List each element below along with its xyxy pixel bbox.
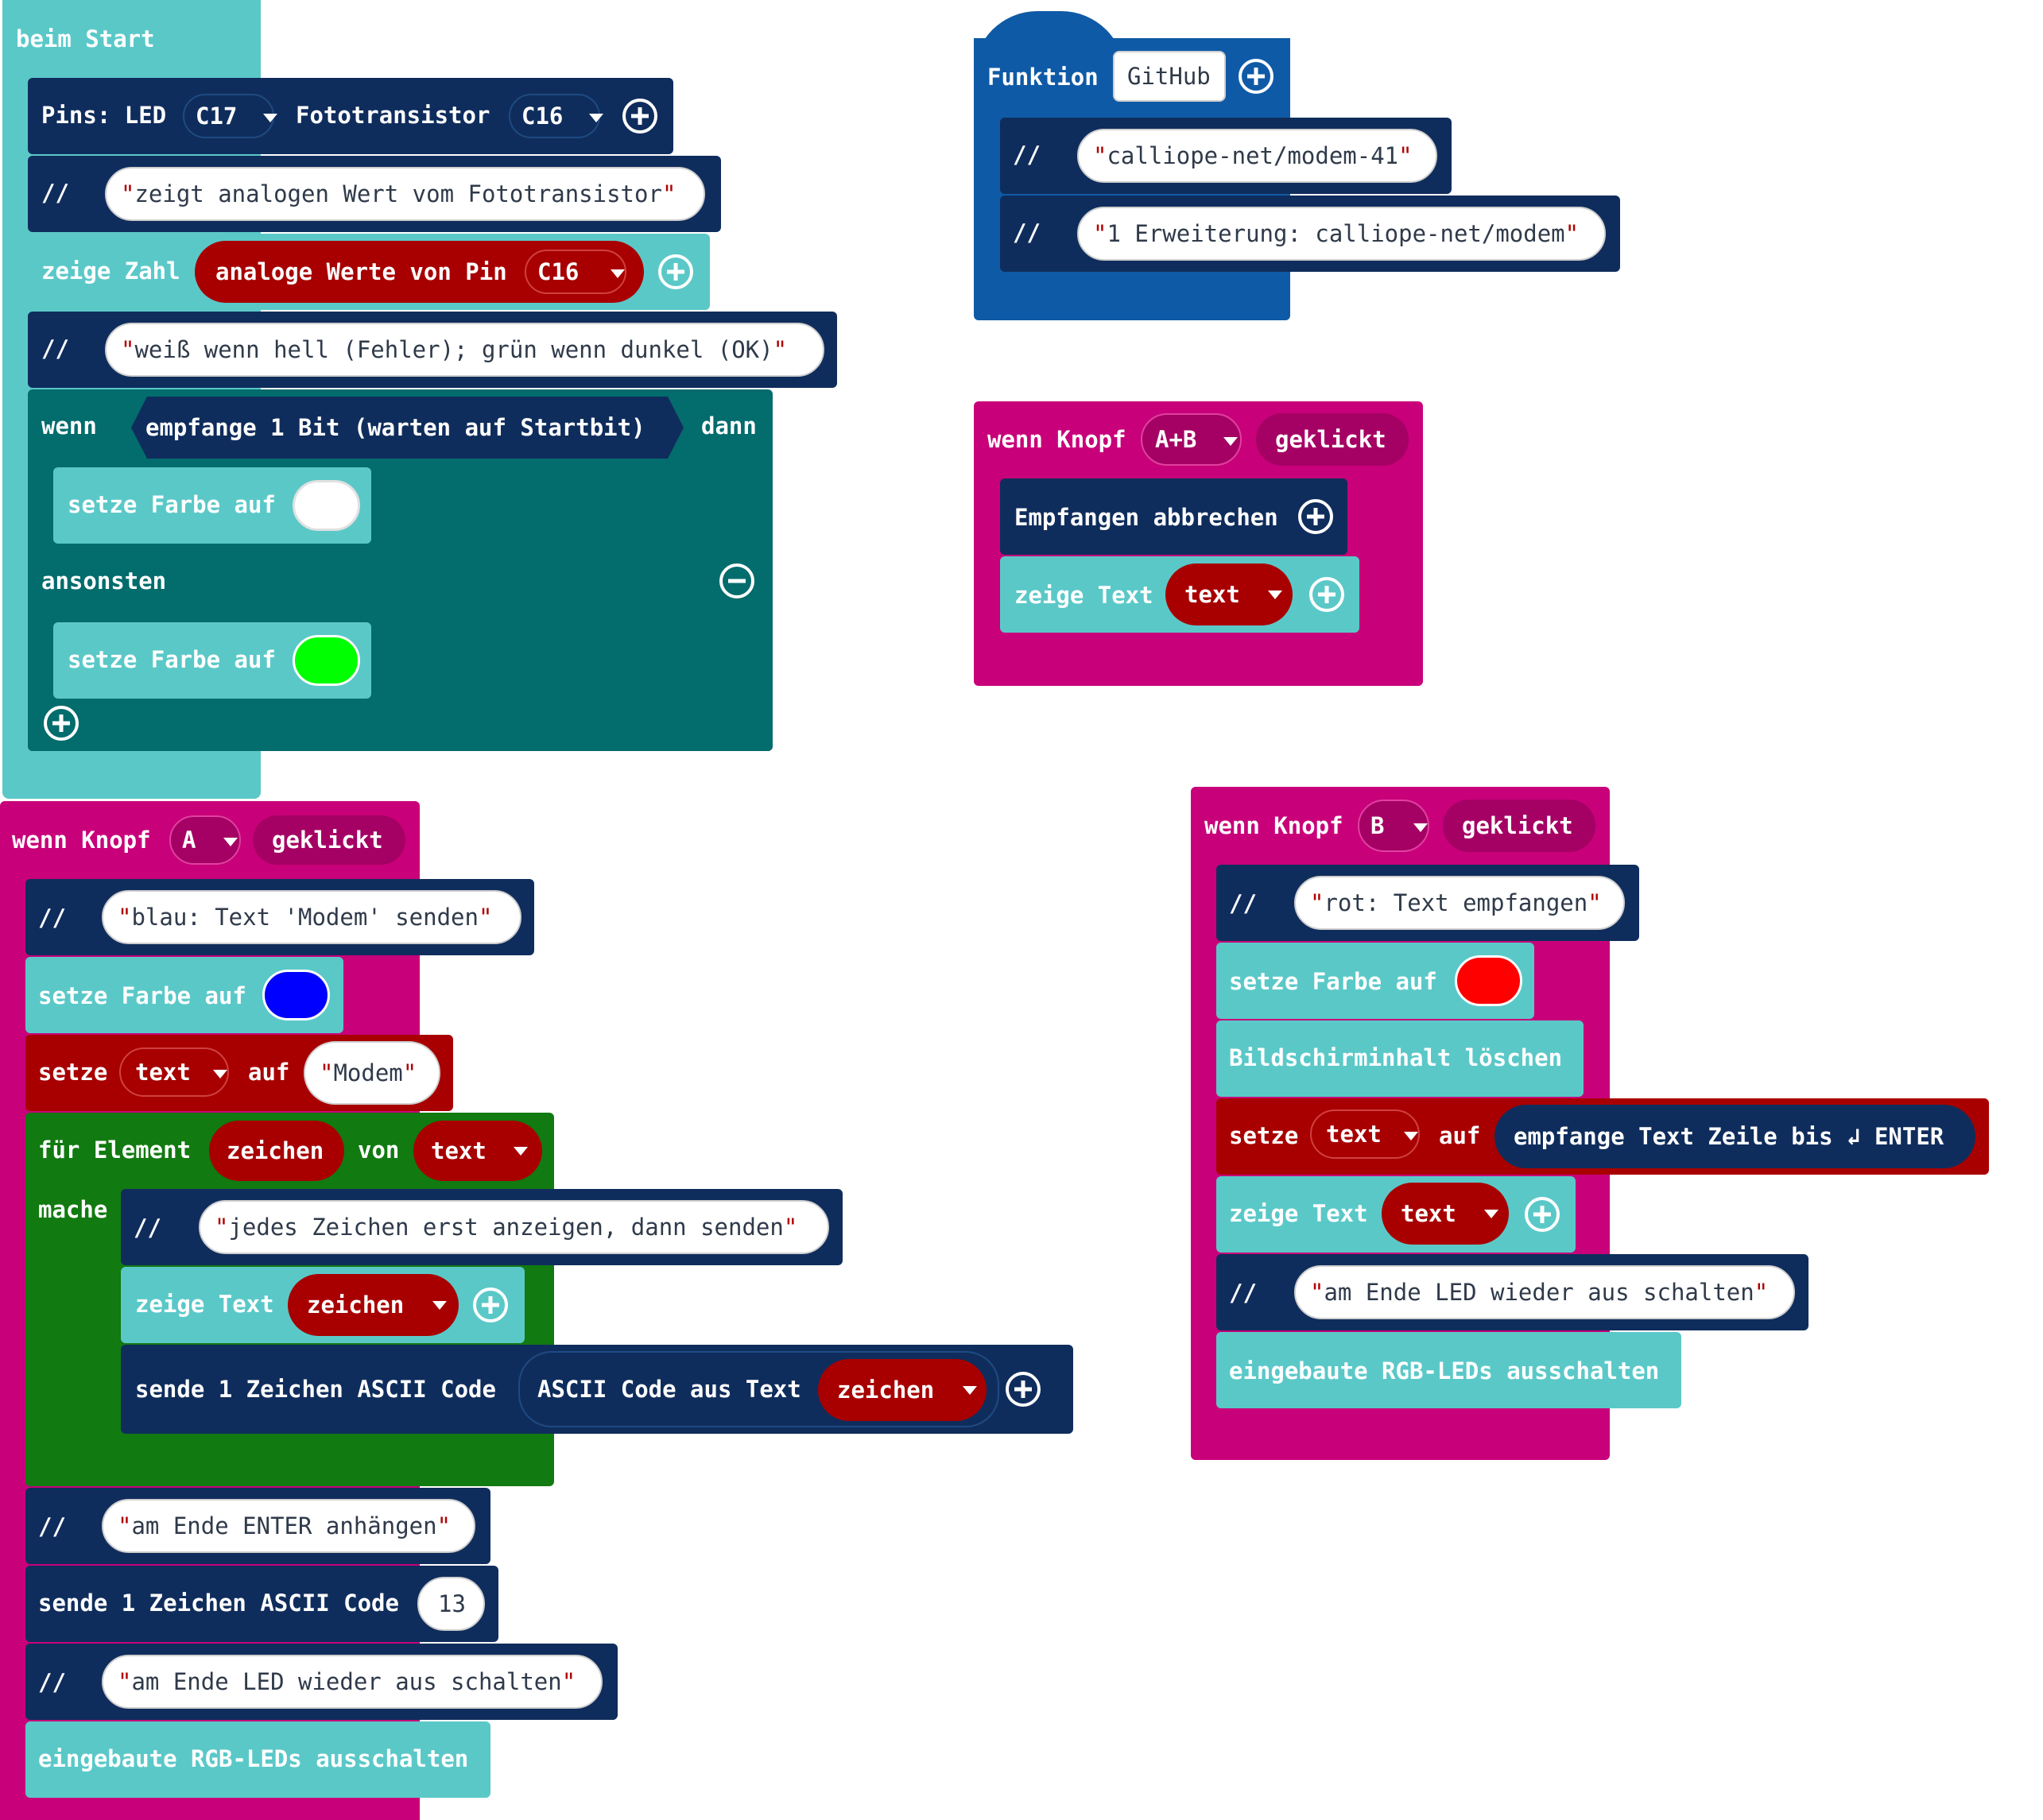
comment-icon: // bbox=[1229, 890, 1257, 917]
set-color-label: setze Farbe auf bbox=[68, 646, 276, 673]
condition-reporter[interactable]: empfange 1 Bit (warten auf Startbit) bbox=[131, 397, 684, 459]
comment-text[interactable]: "am Ende LED wieder aus schalten" bbox=[1294, 1265, 1795, 1319]
show-number-add-icon[interactable] bbox=[658, 254, 693, 289]
button-a-event[interactable]: geklickt bbox=[253, 815, 405, 865]
function-label: Funktion bbox=[987, 64, 1099, 91]
button-b-event[interactable]: geklickt bbox=[1443, 800, 1595, 852]
leds-off-label: eingebaute RGB-LEDs ausschalten bbox=[1229, 1357, 1660, 1384]
else-remove-icon[interactable] bbox=[719, 563, 754, 598]
show-text-add-icon[interactable] bbox=[1309, 577, 1344, 612]
if-else-bottom bbox=[28, 698, 773, 751]
var-dropdown[interactable]: text bbox=[119, 1047, 229, 1097]
function-name-input[interactable]: GitHub bbox=[1113, 51, 1226, 102]
button-ab-label: wenn Knopf bbox=[987, 426, 1126, 453]
color-swatch-white[interactable] bbox=[293, 480, 360, 531]
else-label: ansonsten bbox=[41, 567, 167, 594]
send-13-label: sende 1 Zeichen ASCII Code bbox=[38, 1590, 399, 1617]
comment-icon: // bbox=[38, 904, 66, 931]
photo-pin-dropdown[interactable]: C16 bbox=[509, 94, 603, 138]
comment-text[interactable]: "1 Erweiterung: calliope-net/modem" bbox=[1077, 207, 1606, 261]
comment-text-1[interactable]: "zeigt analogen Wert vom Fototransistor" bbox=[105, 167, 705, 221]
clear-screen-label: Bildschirminhalt löschen bbox=[1229, 1044, 1563, 1071]
else-add-icon[interactable] bbox=[44, 706, 79, 741]
comment-icon: // bbox=[38, 1513, 66, 1540]
comment-text[interactable]: "am Ende LED wieder aus schalten" bbox=[102, 1655, 603, 1709]
ascii-number-input[interactable]: 13 bbox=[417, 1577, 485, 1631]
collapse-icon[interactable] bbox=[1239, 59, 1273, 94]
show-text-label: zeige Text bbox=[135, 1291, 274, 1318]
ascii-reporter[interactable]: ASCII Code aus Text zeichen bbox=[518, 1351, 999, 1427]
leds-off-label: eingebaute RGB-LEDs ausschalten bbox=[38, 1745, 469, 1772]
analog-read-reporter[interactable]: analoge Werte von Pin C16 bbox=[195, 241, 644, 303]
of-label: von bbox=[358, 1137, 400, 1164]
button-a-label: wenn Knopf bbox=[12, 827, 151, 854]
show-text-add-icon[interactable] bbox=[473, 1288, 508, 1322]
comment-text[interactable]: "am Ende ENTER anhängen" bbox=[102, 1499, 475, 1553]
on-start-label: beim Start bbox=[16, 25, 155, 52]
button-b-label: wenn Knopf bbox=[1204, 812, 1343, 839]
set-color-label: setze Farbe auf bbox=[38, 982, 246, 1009]
comment-icon: // bbox=[41, 180, 69, 207]
comment-text[interactable]: "calliope-net/modem-41" bbox=[1077, 129, 1437, 183]
color-swatch-green[interactable] bbox=[293, 635, 360, 686]
photo-label: Fototransistor bbox=[296, 102, 490, 129]
for-item-var[interactable]: zeichen bbox=[209, 1121, 344, 1181]
cancel-add-icon[interactable] bbox=[1298, 499, 1333, 534]
pins-label: Pins: LED bbox=[41, 102, 167, 129]
leds-off-block[interactable] bbox=[1216, 1332, 1681, 1408]
show-text-add-icon[interactable] bbox=[1525, 1197, 1560, 1232]
to-label: auf bbox=[1439, 1122, 1481, 1149]
show-text-var[interactable]: zeichen bbox=[288, 1274, 459, 1336]
comment-icon: // bbox=[1229, 1280, 1257, 1307]
comment-text[interactable]: "blau: Text 'Modem' senden" bbox=[102, 890, 521, 944]
led-pin-dropdown[interactable]: C17 bbox=[183, 94, 277, 138]
send-char-label: sende 1 Zeichen ASCII Code bbox=[135, 1376, 496, 1403]
for-each-label: für Element bbox=[38, 1137, 192, 1164]
show-text-label: zeige Text bbox=[1229, 1200, 1368, 1227]
color-swatch-red[interactable] bbox=[1455, 955, 1522, 1006]
analog-pin-dropdown[interactable]: C16 bbox=[525, 250, 626, 294]
comment-text[interactable]: "jedes Zeichen erst anzeigen, dann sende… bbox=[199, 1200, 829, 1254]
button-a-dropdown[interactable]: A bbox=[169, 815, 241, 865]
pins-add-icon[interactable] bbox=[622, 99, 657, 134]
button-ab-dropdown[interactable]: A+B bbox=[1141, 413, 1242, 466]
comment-text[interactable]: "rot: Text empfangen" bbox=[1294, 876, 1625, 930]
var-dropdown[interactable]: text bbox=[1310, 1109, 1420, 1159]
set-var-label: setze bbox=[38, 1059, 108, 1086]
do-label: mache bbox=[38, 1196, 108, 1223]
show-text-var[interactable]: text bbox=[1382, 1183, 1509, 1245]
cancel-receive-label: Empfangen abbrechen bbox=[1014, 504, 1278, 531]
comment-icon: // bbox=[1013, 219, 1041, 246]
for-list-dropdown[interactable]: text bbox=[413, 1121, 542, 1181]
set-var-label: setze bbox=[1229, 1122, 1299, 1149]
receive-line-reporter[interactable]: empfange Text Zeile bis ↲ ENTER bbox=[1494, 1105, 1975, 1168]
comment-text-2[interactable]: "weiß wenn hell (Fehler); grün wenn dunk… bbox=[105, 323, 824, 377]
show-text-label: zeige Text bbox=[1014, 582, 1153, 609]
ascii-var[interactable]: zeichen bbox=[818, 1359, 987, 1421]
if-label: wenn bbox=[41, 412, 97, 440]
comment-icon: // bbox=[38, 1669, 66, 1696]
set-color-label: setze Farbe auf bbox=[1229, 968, 1437, 995]
show-number-label: zeige Zahl bbox=[41, 258, 180, 285]
button-b-dropdown[interactable]: B bbox=[1358, 800, 1429, 852]
cancel-receive-block[interactable] bbox=[1000, 478, 1347, 555]
ascii-add-icon[interactable] bbox=[1006, 1372, 1041, 1407]
comment-icon: // bbox=[41, 335, 69, 362]
var-value[interactable]: "Modem" bbox=[304, 1041, 440, 1105]
button-ab-event[interactable]: geklickt bbox=[1256, 413, 1409, 466]
set-color-label: setze Farbe auf bbox=[68, 491, 276, 518]
comment-icon: // bbox=[1013, 141, 1041, 168]
show-text-var[interactable]: text bbox=[1165, 563, 1293, 625]
color-swatch-blue[interactable] bbox=[262, 970, 330, 1020]
clear-screen-block[interactable] bbox=[1216, 1020, 1584, 1097]
comment-icon: // bbox=[134, 1214, 161, 1241]
leds-off-block[interactable] bbox=[25, 1721, 490, 1798]
then-label: dann bbox=[701, 412, 757, 440]
to-label: auf bbox=[248, 1059, 290, 1086]
